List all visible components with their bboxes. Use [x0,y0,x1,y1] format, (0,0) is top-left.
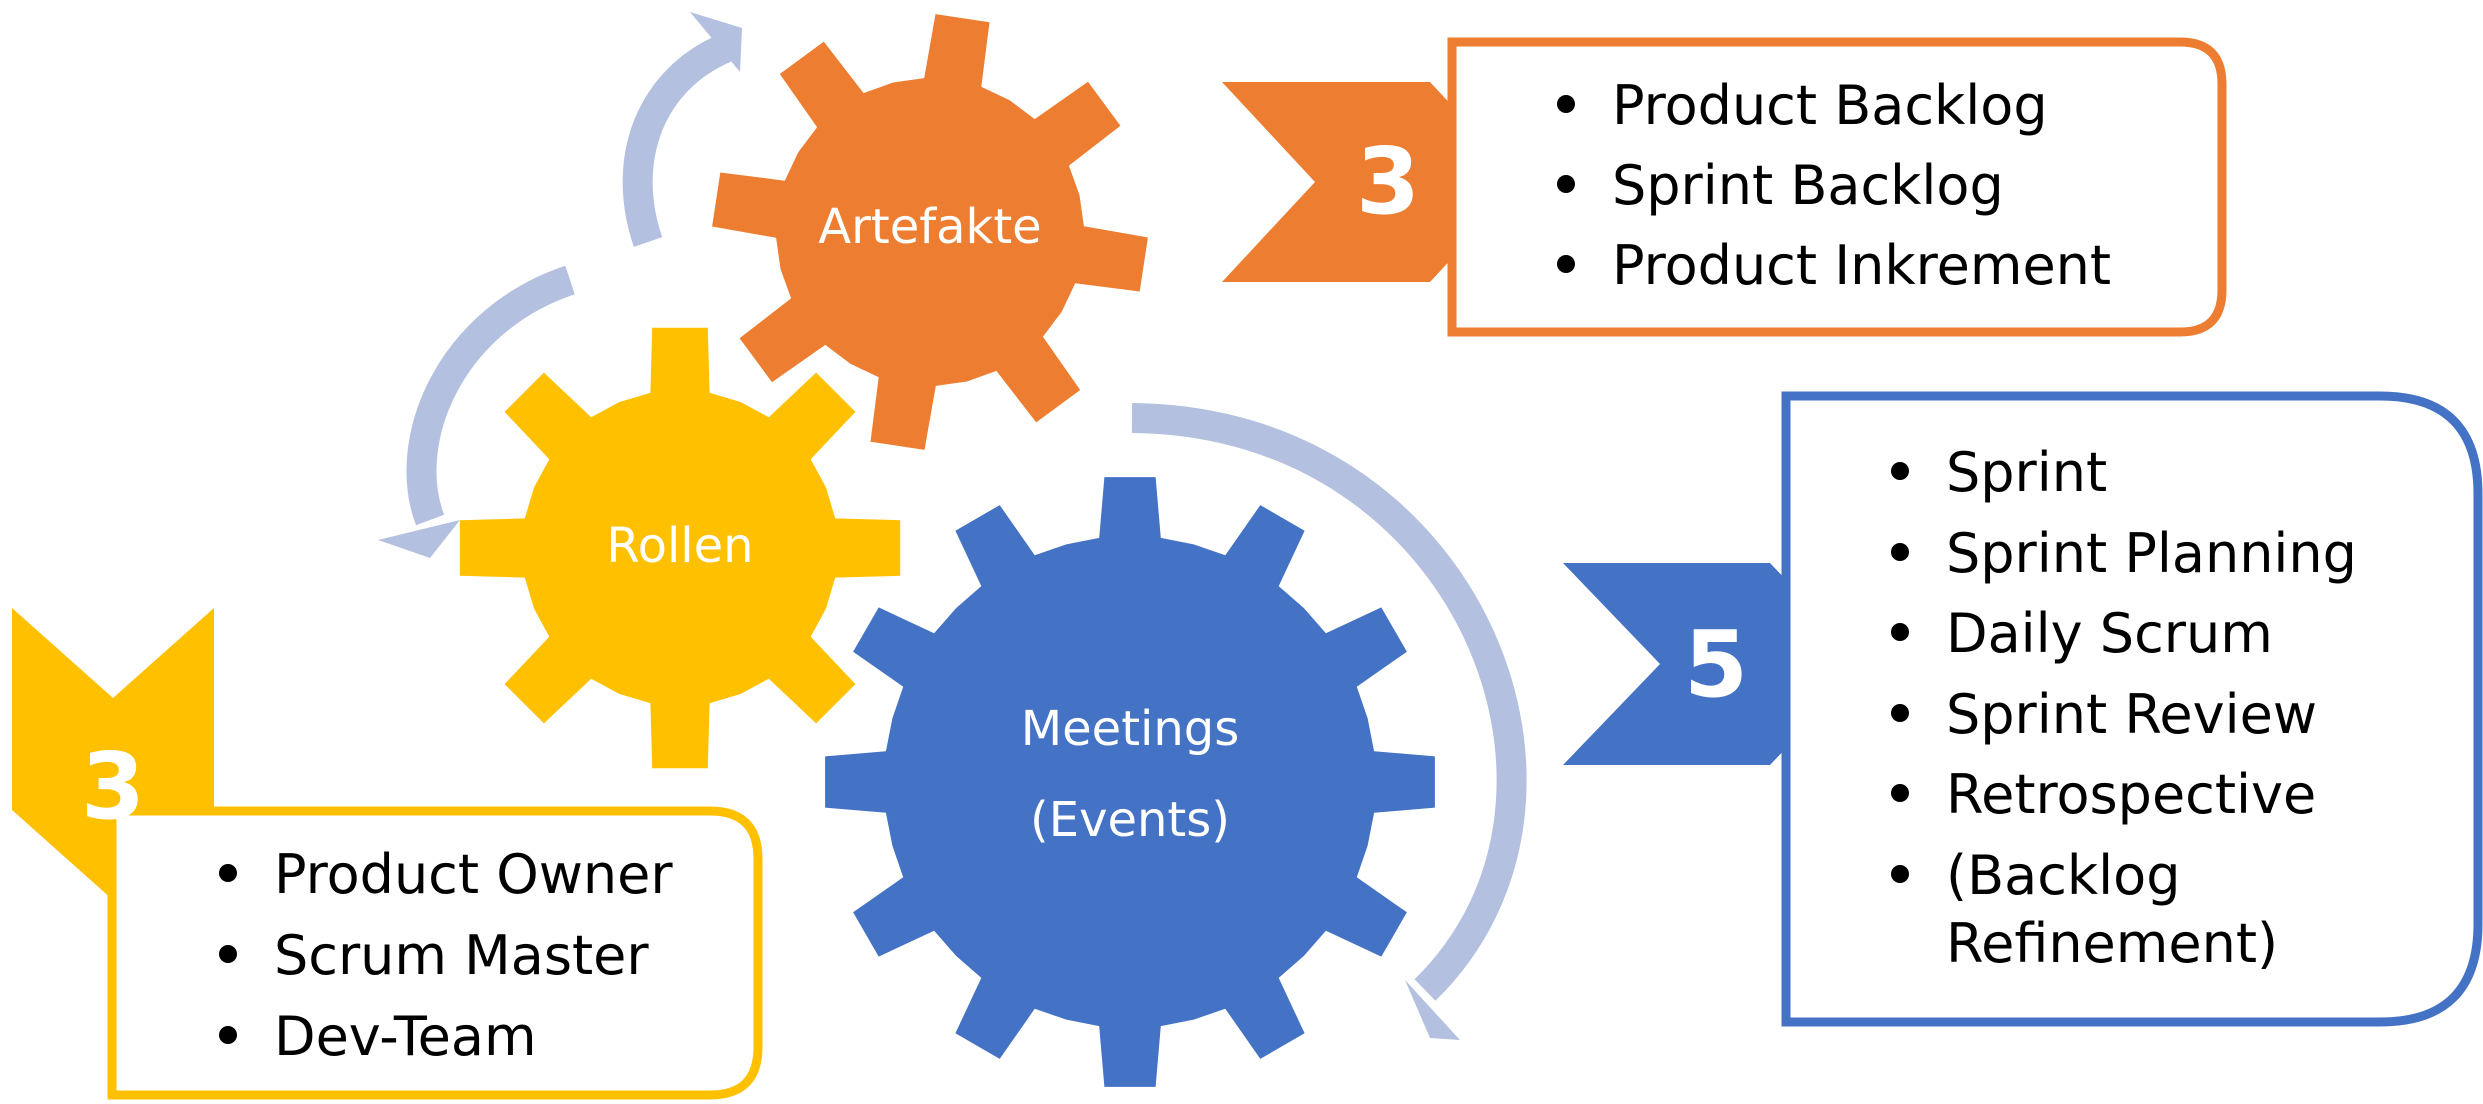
bullet [1891,543,1909,561]
arrow-head-left [378,520,460,558]
gear-shape [825,477,1435,1087]
artefakte-gear-label: Artefakte [818,199,1041,255]
bullet [1891,704,1909,722]
meetings-gear [825,477,1435,1087]
bullet [1891,462,1909,480]
list-item: Sprint [1946,441,2107,504]
arrow-head-top [690,12,742,72]
list-item: Sprint Planning [1946,522,2357,585]
list-item: Product Owner [274,843,673,906]
gear-shape [712,14,1148,450]
artefakte-gear [712,14,1148,450]
bullet [1891,623,1909,641]
list-item: Retrospective [1946,763,2316,826]
meetings-gear-label-line2: (Events) [1030,792,1230,848]
list-item: Dev-Team [274,1005,537,1068]
list-item: Product Inkrement [1612,234,2111,297]
bullet [219,864,237,882]
artefakte-list: Product Backlog Sprint Backlog Product I… [1557,74,2111,297]
bullet [1557,95,1575,113]
meetings-gear-label-line1: Meetings [1021,701,1240,757]
list-item: Product Backlog [1612,74,2048,137]
meetings-list: Sprint Sprint Planning Daily Scrum Sprin… [1891,441,2357,975]
rollen-count: 3 [81,733,145,840]
bullet [1557,255,1575,273]
arrow-head-right [1405,980,1460,1040]
arrow-curve-left [406,265,575,526]
rollen-box [107,806,763,1100]
list-item-continuation: Refinement) [1946,912,2278,975]
arrow-curve-right [1131,403,1527,1001]
bullet [1891,865,1909,883]
meetings-count: 5 [1684,611,1748,718]
list-item: Scrum Master [274,924,649,987]
bullet [219,1026,237,1044]
bullet [219,945,237,963]
bullet [1891,784,1909,802]
bullet [1557,175,1575,193]
rollen-gear-label: Rollen [606,518,753,574]
rollen-list: Product Owner Scrum Master Dev-Team [219,843,673,1068]
arrow-curve-top [622,34,732,247]
list-item: Daily Scrum [1946,602,2273,665]
list-item: Sprint Review [1946,683,2317,746]
artefakte-box [1447,37,2227,337]
meetings-box [1781,391,2483,1027]
gear-shape [459,327,901,769]
list-item: (Backlog [1946,844,2180,907]
rollen-gear [459,327,901,769]
list-item: Sprint Backlog [1612,154,2004,217]
artefakte-count: 3 [1356,128,1420,235]
